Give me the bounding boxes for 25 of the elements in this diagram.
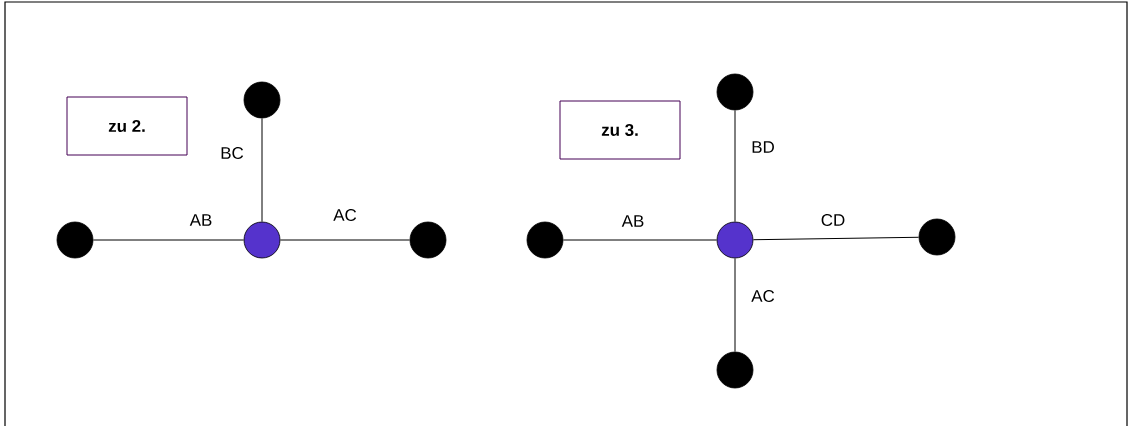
vertex-dot xyxy=(243,81,281,119)
edge-label: AB xyxy=(620,214,646,228)
edge-line xyxy=(562,239,718,241)
label-box: zu 3. xyxy=(559,100,681,160)
edge-label: CD xyxy=(819,213,847,227)
vertex-dot xyxy=(716,221,754,259)
vertex-dot xyxy=(243,221,281,259)
edge-label: BC xyxy=(219,146,245,160)
edge-label: AC xyxy=(750,289,776,303)
edge-label: AB xyxy=(188,213,214,227)
vertex-dot xyxy=(409,221,447,259)
edge-line xyxy=(734,257,736,353)
edge-label: BD xyxy=(750,140,776,154)
edge-label: AC xyxy=(332,208,358,222)
vertex-dot xyxy=(716,73,754,111)
label-box: zu 2. xyxy=(66,96,188,156)
vertex-dot xyxy=(56,221,94,259)
edge-line xyxy=(752,236,920,241)
vertex-dot xyxy=(918,218,956,256)
vertex-dot xyxy=(526,221,564,259)
edge-line xyxy=(261,117,263,223)
edge-line xyxy=(92,239,245,241)
vertex-dot xyxy=(716,351,754,389)
edge-line xyxy=(279,239,411,241)
edge-line xyxy=(734,109,736,223)
